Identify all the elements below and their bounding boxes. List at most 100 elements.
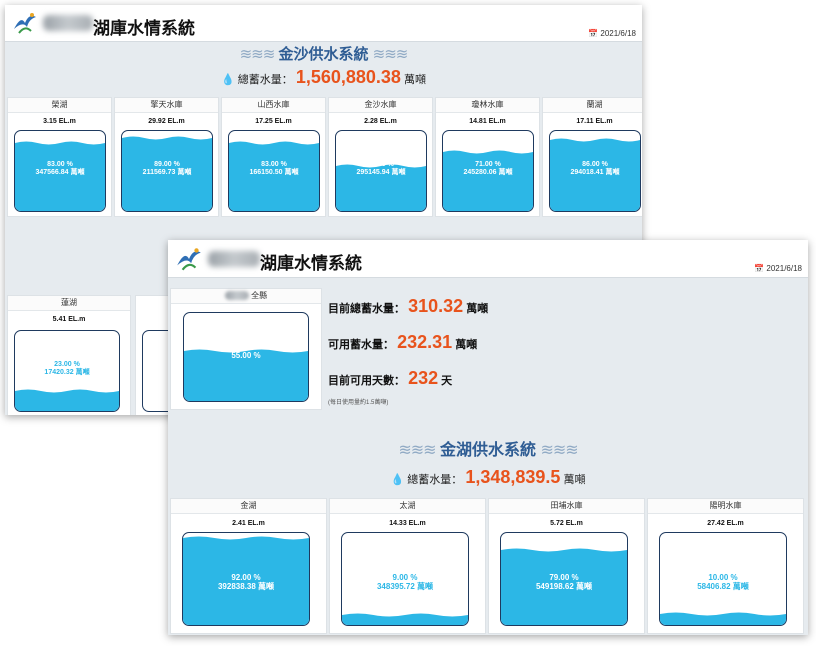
total-storage: 💧 總蓄水量： 1,560,880.38 萬噸: [5, 67, 642, 88]
volume-text: 17420.32 萬噸: [44, 369, 90, 377]
reservoir-name: 山西水庫: [222, 98, 325, 113]
reservoir-card[interactable]: 瓊林水庫 14.81 EL.m 71.00 %245280.06 萬噸: [435, 97, 540, 217]
header-title: 湖庫水情系統: [93, 19, 195, 38]
tank-readout: 10.00 %58406.82 萬噸: [660, 573, 786, 591]
water-fill: [342, 613, 468, 625]
water-tank: 83.00 %166150.50 萬噸: [228, 130, 320, 212]
system-title-text: 金湖供水系統: [439, 442, 536, 459]
water-fill: [501, 548, 627, 625]
reservoir-name: 蘭湖: [543, 98, 642, 113]
percent-text: 83.00 %: [261, 161, 287, 168]
water-drop-icon: 💧: [221, 74, 235, 86]
tank-readout: 23.00 %17420.32 萬噸: [15, 361, 119, 377]
reservoir-card[interactable]: 太湖 14.33 EL.m 9.00 %348395.72 萬噸: [329, 498, 486, 634]
volume-text: 295145.94 萬噸: [356, 169, 406, 177]
volume-text: 166150.50 萬噸: [249, 169, 299, 177]
reservoir-name: 太湖: [330, 499, 485, 514]
water-fill: [15, 389, 119, 411]
water-level: 5.72 EL.m: [550, 520, 583, 527]
water-fill: [336, 164, 426, 211]
front-window: 湖庫水情系統 📅 2021/6/18 全縣 55.00 % 目前總蓄水量： 31…: [168, 240, 808, 635]
blurred-county-name: [224, 291, 249, 301]
total-label: 總蓄水量：: [237, 74, 293, 86]
stat-value: 232: [408, 368, 439, 388]
reservoir-name: 瓊林水庫: [436, 98, 539, 113]
water-tank: 79.00 %549198.62 萬噸: [500, 532, 628, 626]
water-fill: [443, 150, 533, 211]
header: 湖庫水情系統 📅 2021/6/18: [168, 240, 808, 278]
header-date: 📅 2021/6/18: [754, 264, 802, 273]
system-title: ≋≋≋ 金沙供水系統 ≋≋≋: [5, 43, 642, 64]
percent-text: 92.00 %: [231, 573, 261, 582]
tank-readout: 83.00 %166150.50 萬噸: [229, 161, 319, 177]
water-level: 27.42 EL.m: [707, 520, 744, 527]
tank-readout: 71.00 %245280.06 萬噸: [443, 161, 533, 177]
wave-icon: ≋≋≋: [239, 46, 276, 63]
water-level: 2.41 EL.m: [232, 520, 265, 527]
water-level: 14.81 EL.m: [469, 118, 506, 125]
calendar-icon: 📅: [588, 29, 599, 38]
reservoir-card[interactable]: 蘭湖 17.11 EL.m 86.00 %294018.41 萬噸: [542, 97, 642, 217]
tank-readout: 54.00 %295145.94 萬噸: [336, 161, 426, 177]
percent-text: 71.00 %: [475, 161, 501, 168]
volume-text: 549198.62 萬噸: [535, 582, 593, 592]
stat-unit: 萬噸: [455, 339, 478, 351]
county-card-title: 全縣: [171, 289, 321, 304]
water-level: 29.92 EL.m: [148, 118, 185, 125]
reservoir-card[interactable]: 陽明水庫 27.42 EL.m 10.00 %58406.82 萬噸: [647, 498, 804, 634]
date-text: 2021/6/18: [600, 29, 636, 38]
volume-text: 347566.84 萬噸: [35, 169, 85, 177]
reservoir-name: 田埔水庫: [489, 499, 644, 514]
usage-note: (每日使用量約1.5萬噸): [328, 400, 389, 406]
water-tank: 9.00 %348395.72 萬噸: [341, 532, 469, 626]
percent-text: 89.00 %: [154, 161, 180, 168]
water-tank: 92.00 %392838.38 萬噸: [182, 532, 310, 626]
calendar-icon: 📅: [754, 264, 765, 273]
water-level: 14.33 EL.m: [389, 520, 426, 527]
blurred-county-name: [43, 15, 93, 31]
reservoir-name: 榮湖: [8, 98, 111, 113]
water-fill: [122, 136, 212, 211]
stat-unit: 天: [441, 375, 453, 387]
system-title-text: 金沙供水系統: [278, 46, 369, 63]
reservoir-card[interactable]: 田埔水庫 5.72 EL.m 79.00 %549198.62 萬噸: [488, 498, 645, 634]
total-value: 1,560,880.38: [295, 67, 401, 87]
water-level: 17.11 EL.m: [576, 118, 613, 125]
wave-icon: ≋≋≋: [540, 442, 578, 459]
percent-text: 23.00 %: [54, 361, 80, 368]
percent-text: 86.00 %: [582, 161, 608, 168]
stat-label: 可用蓄水量：: [328, 339, 394, 351]
stat-total-storage: 目前總蓄水量： 310.32 萬噸: [328, 296, 488, 317]
tank-readout: 83.00 %347566.84 萬噸: [15, 161, 105, 177]
water-fill: [15, 141, 105, 211]
water-tank: 89.00 %211569.73 萬噸: [121, 130, 213, 212]
blurred-county-name: [208, 251, 260, 267]
reservoir-card[interactable]: 金湖 2.41 EL.m 92.00 %392838.38 萬噸: [170, 498, 327, 634]
reservoir-name: 金湖: [171, 499, 326, 514]
volume-text: 211569.73 萬噸: [142, 169, 192, 177]
water-level: 5.41 EL.m: [52, 316, 86, 323]
tank-readout: 86.00 %294018.41 萬噸: [550, 161, 640, 177]
reservoir-name: 金沙水庫: [329, 98, 432, 113]
wave-icon: ≋≋≋: [372, 46, 409, 63]
water-fill: [183, 536, 309, 625]
percent-text: 10.00 %: [708, 573, 738, 582]
county-tank: 55.00 %: [183, 312, 309, 402]
water-tank: 10.00 %58406.82 萬噸: [659, 532, 787, 626]
county-percent: 55.00 %: [231, 351, 261, 360]
county-card[interactable]: 全縣 55.00 %: [170, 288, 322, 410]
reservoir-name: 擎天水庫: [115, 98, 218, 113]
bird-logo-icon: [174, 244, 202, 272]
reservoir-card[interactable]: 擎天水庫 29.92 EL.m 89.00 %211569.73 萬噸: [114, 97, 219, 217]
volume-text: 58406.82 萬噸: [697, 582, 749, 592]
reservoir-name: 陽明水庫: [648, 499, 803, 514]
tank-readout: 92.00 %392838.38 萬噸: [183, 573, 309, 591]
water-tank: 86.00 %294018.41 萬噸: [549, 130, 641, 212]
total-unit: 萬噸: [404, 74, 426, 86]
total-unit: 萬噸: [563, 474, 586, 486]
stat-label: 目前總蓄水量：: [328, 303, 405, 315]
